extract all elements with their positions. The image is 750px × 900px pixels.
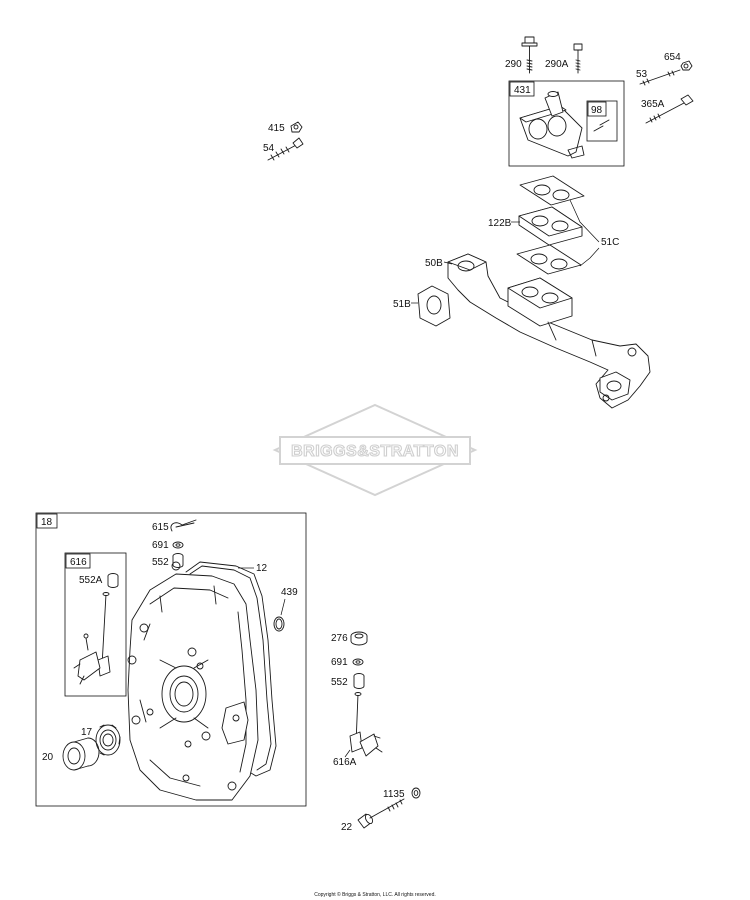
intake-manifold	[447, 253, 651, 409]
label-616: 616	[70, 557, 87, 568]
nut-654	[680, 60, 693, 71]
washer-691a	[172, 541, 184, 549]
label-51c: 51C	[601, 237, 619, 248]
crankcase-cover	[127, 561, 259, 801]
label-98: 98	[591, 105, 603, 116]
spacer-122b	[518, 206, 583, 246]
brand-watermark: BRIGGS&STRATTON	[272, 403, 478, 497]
screws-98	[593, 119, 610, 132]
label-18: 18	[41, 517, 53, 528]
label-22: 22	[341, 822, 353, 833]
gasket-bottom	[516, 244, 582, 275]
kit-tag-18	[36, 513, 58, 529]
label-691a: 691	[152, 540, 169, 551]
bushing-552a	[172, 553, 184, 568]
bolt-290a	[573, 43, 583, 74]
kit-box-616	[64, 552, 127, 697]
label-654: 654	[664, 52, 681, 63]
label-415: 415	[268, 123, 285, 134]
label-552b: 552	[331, 677, 348, 688]
oil-seal-20	[62, 737, 100, 771]
label-691b: 691	[331, 657, 348, 668]
governor-shaft	[73, 592, 111, 685]
stud-53	[639, 69, 681, 86]
label-17: 17	[81, 727, 93, 738]
label-365a: 365A	[641, 99, 665, 110]
copyright-notice: Copyright © Briggs & Stratton, LLC. All …	[314, 891, 436, 898]
label-290: 290	[505, 59, 522, 70]
bushing-552a-kit	[107, 573, 119, 588]
washer-1135	[411, 787, 421, 799]
kit-box-18	[35, 512, 307, 807]
label-552a: 552	[152, 557, 169, 568]
washer-691b	[352, 658, 364, 666]
label-439: 439	[281, 587, 298, 598]
label-290a: 290A	[545, 59, 569, 70]
governor-shaft-616a	[349, 692, 383, 757]
kit-tag-616	[65, 553, 91, 569]
label-20: 20	[42, 752, 54, 763]
label-1135: 1135	[383, 789, 405, 800]
seal-276	[350, 631, 368, 646]
stud-54	[267, 137, 304, 161]
bearing-17	[95, 724, 121, 756]
kit-tag-431	[509, 81, 535, 97]
clip-615	[170, 519, 197, 532]
gasket-top	[519, 175, 585, 206]
label-431: 431	[514, 85, 531, 96]
gasket-51b	[417, 285, 451, 327]
watermark-text: BRIGGS&STRATTON	[291, 443, 459, 460]
label-122b: 122B	[488, 218, 512, 229]
cover-gasket-12	[185, 561, 277, 777]
nut-415	[290, 121, 303, 133]
label-276: 276	[331, 633, 348, 644]
label-616a: 616A	[333, 757, 357, 768]
bolt-290	[521, 36, 538, 74]
carburetor-spacer	[519, 91, 585, 159]
label-12: 12	[256, 563, 268, 574]
bolt-22	[357, 798, 405, 829]
label-51b: 51B	[393, 299, 411, 310]
label-552a-kit: 552A	[79, 575, 103, 586]
label-54: 54	[263, 143, 275, 154]
kit-tag-98	[587, 101, 607, 117]
o-ring-439	[273, 616, 285, 632]
kit-box-431	[508, 80, 625, 167]
bushing-552b	[353, 673, 365, 689]
label-615: 615	[152, 522, 169, 533]
label-53: 53	[636, 69, 648, 80]
kit-box-98	[586, 100, 618, 142]
label-50b: 50B	[425, 258, 443, 269]
bolt-365a	[645, 94, 694, 124]
